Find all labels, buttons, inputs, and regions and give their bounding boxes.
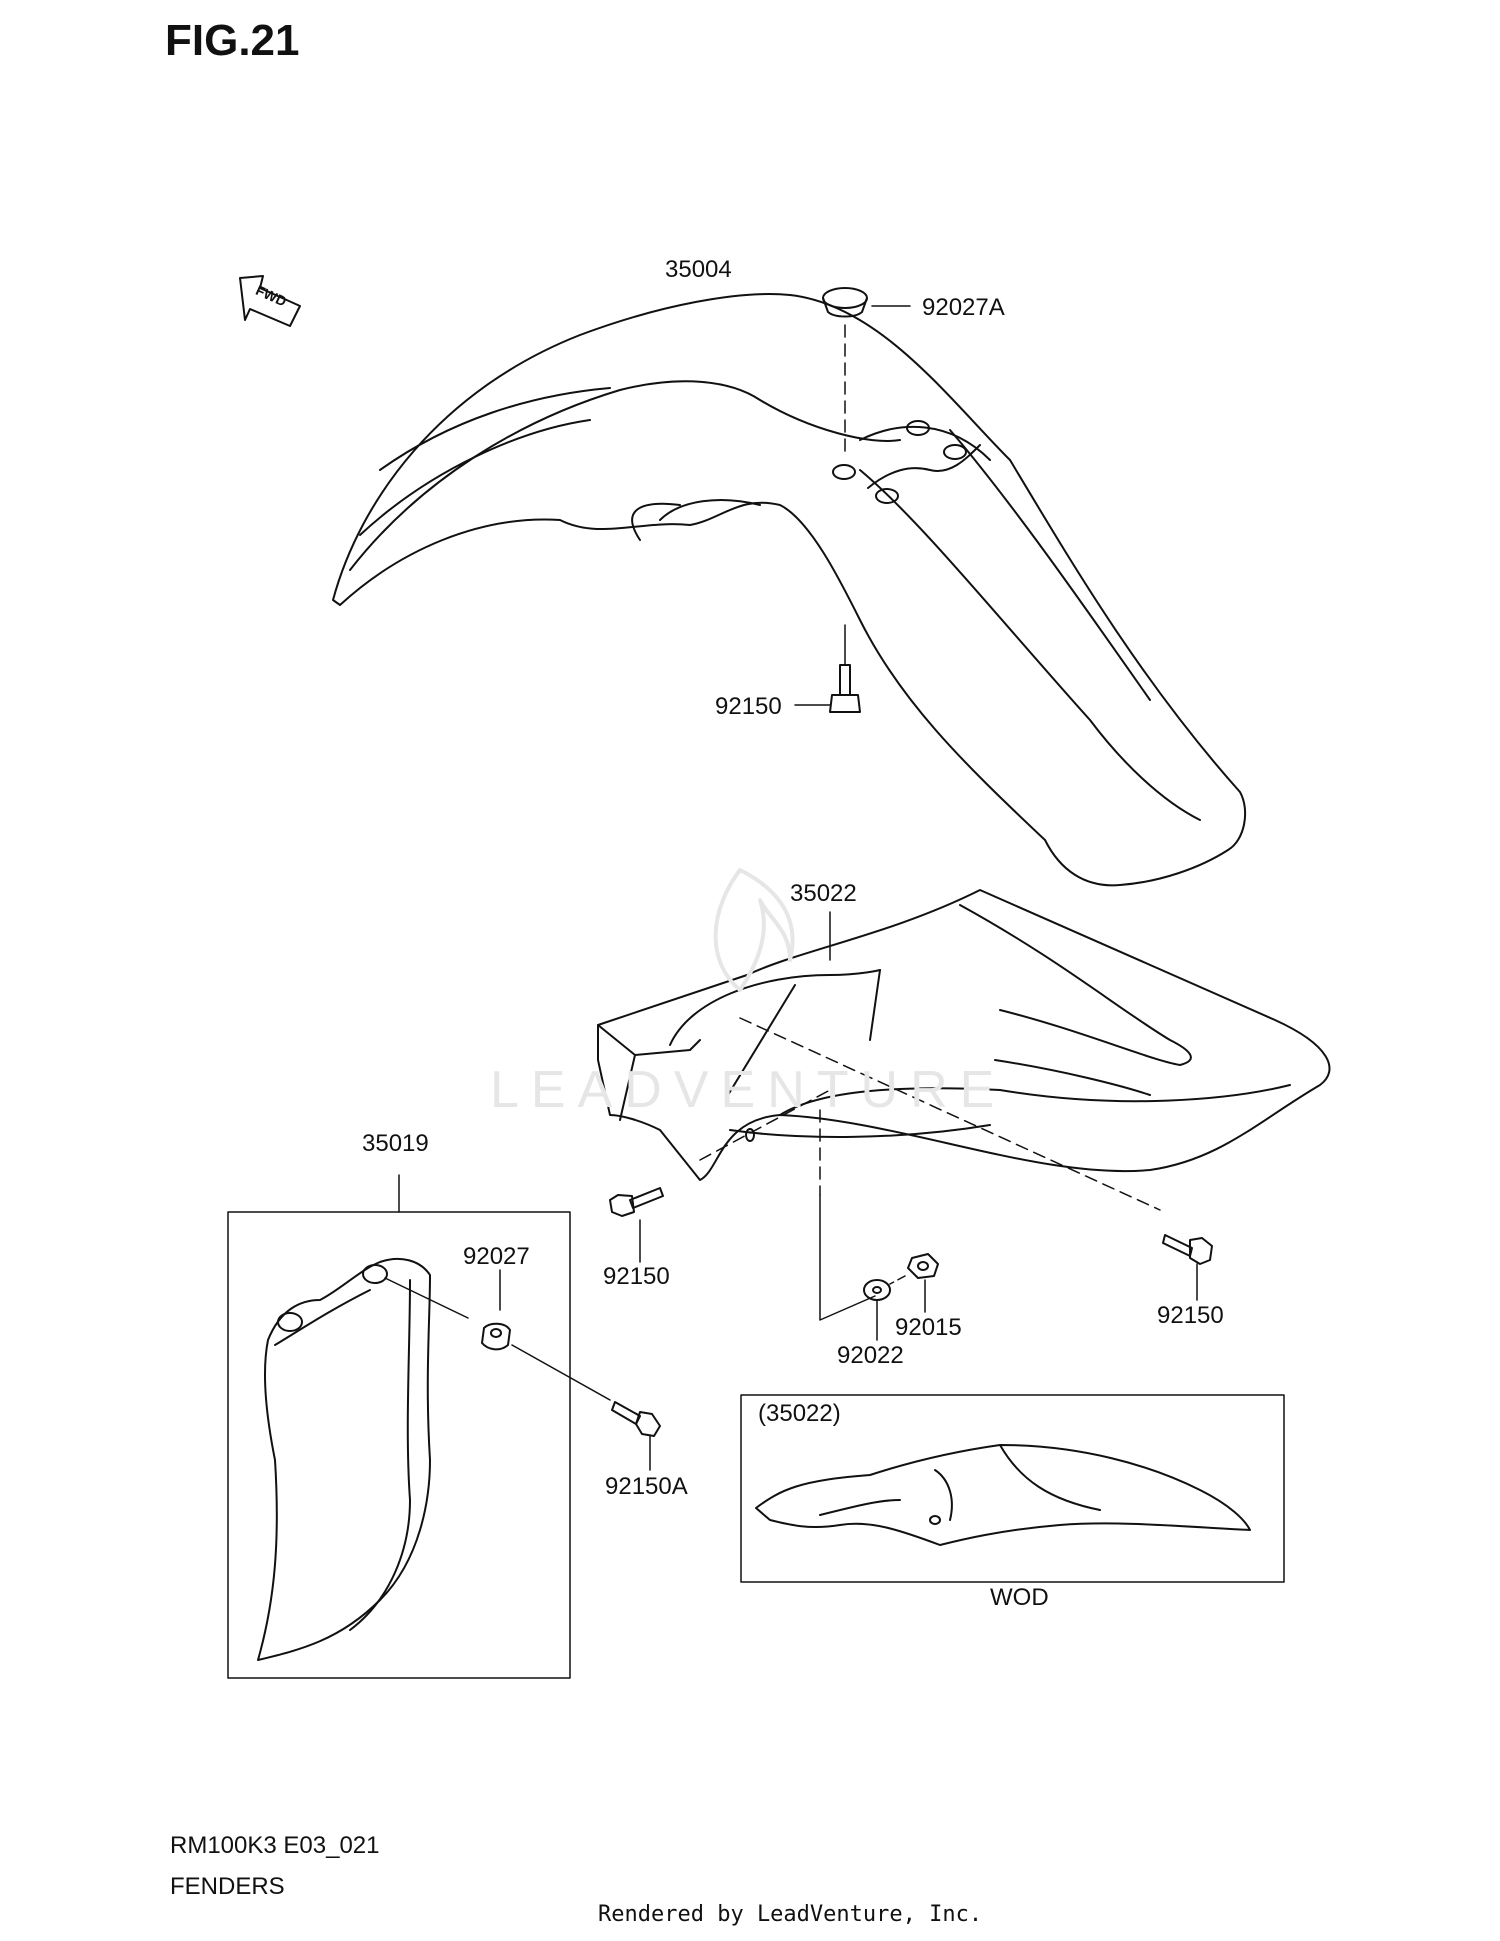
callout-35019[interactable]: 35019 bbox=[362, 1130, 429, 1157]
watermark-flame-icon bbox=[713, 868, 795, 992]
callout-92027a[interactable]: 92027A bbox=[922, 294, 1005, 321]
callout-92150-rear-right[interactable]: 92150 bbox=[1157, 1302, 1224, 1329]
footer-name: FENDERS bbox=[170, 1873, 285, 1900]
mud-guard-box bbox=[227, 1174, 661, 1679]
cushion-92027a bbox=[822, 287, 911, 456]
callout-35004[interactable]: 35004 bbox=[665, 256, 732, 283]
bolt-92150-front bbox=[794, 624, 861, 713]
callout-35022[interactable]: 35022 bbox=[790, 880, 857, 907]
callout-92150a[interactable]: 92150A bbox=[605, 1473, 688, 1500]
washer-nut-group bbox=[819, 1194, 939, 1341]
rear-fender bbox=[597, 889, 1331, 1211]
callout-92015[interactable]: 92015 bbox=[895, 1314, 962, 1341]
footer-credit: Rendered by LeadVenture, Inc. bbox=[598, 1902, 983, 1927]
callout-92150-front[interactable]: 92150 bbox=[715, 693, 782, 720]
front-fender bbox=[332, 293, 1247, 887]
footer-code: RM100K3 E03_021 bbox=[170, 1832, 380, 1859]
inset-reference: (35022) bbox=[758, 1400, 841, 1427]
callout-92027[interactable]: 92027 bbox=[463, 1243, 530, 1270]
fwd-arrow-icon: FWD bbox=[239, 275, 301, 327]
callout-92022[interactable]: 92022 bbox=[837, 1342, 904, 1369]
bolt-92150-rear-right bbox=[1162, 1234, 1213, 1301]
watermark-text: LEADVENTURE bbox=[490, 1061, 1007, 1119]
callout-92150-rear-left[interactable]: 92150 bbox=[603, 1263, 670, 1290]
bolt-92150-rear-left bbox=[609, 1187, 664, 1263]
inset-caption: WOD bbox=[990, 1584, 1049, 1611]
figure-title: FIG.21 bbox=[165, 16, 300, 65]
inset-box bbox=[740, 1394, 1285, 1583]
